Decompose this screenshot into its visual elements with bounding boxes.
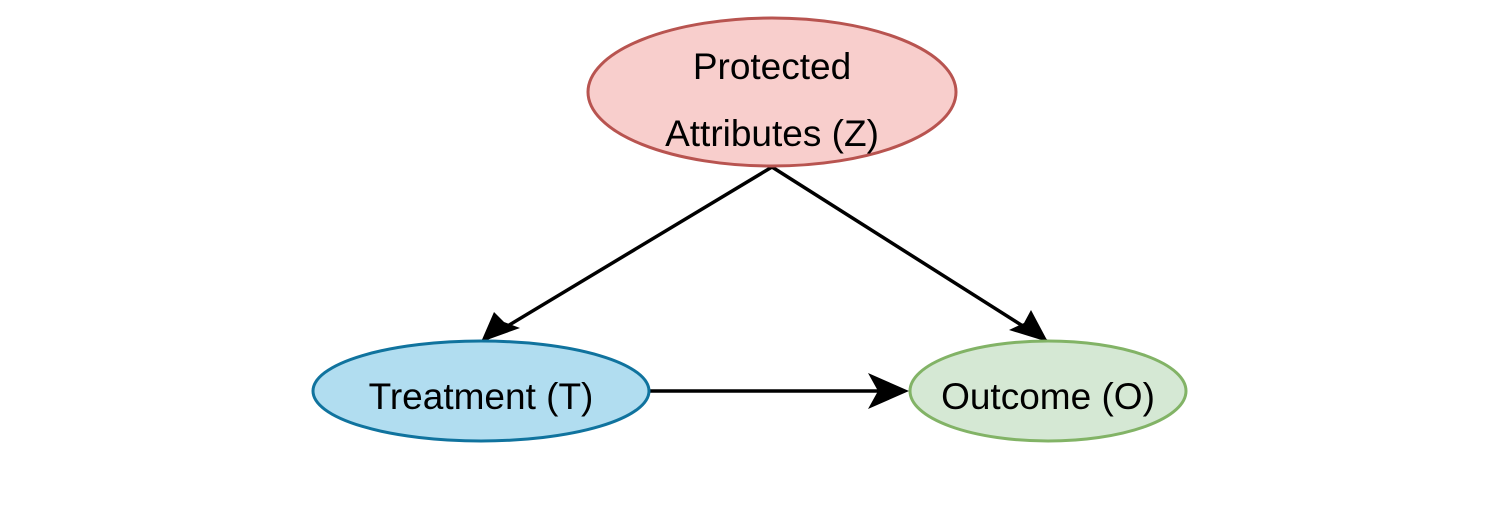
treatment-ellipse — [311, 339, 651, 443]
node-protected-attributes: Protected Attributes (Z) — [586, 16, 958, 168]
arrowhead-outcome-from-protected — [1009, 310, 1048, 342]
protected-attributes-label-line2: Attributes (Z) — [665, 113, 879, 154]
edges — [480, 165, 1049, 409]
node-treatment: Treatment (T) — [311, 339, 651, 443]
edge-protected-to-outcome — [771, 165, 1049, 344]
treatment-label: Treatment (T) — [369, 376, 594, 417]
protected-attributes-ellipse — [586, 16, 958, 168]
node-outcome: Outcome (O) — [908, 339, 1188, 443]
arrowhead-outcome-from-treatment — [868, 373, 909, 409]
arrowhead-treatment — [481, 312, 520, 342]
protected-attributes-label-line1: Protected — [693, 46, 851, 87]
outcome-label: Outcome (O) — [941, 376, 1155, 417]
outcome-ellipse — [908, 339, 1188, 443]
edge-protected-to-treatment — [480, 165, 773, 344]
